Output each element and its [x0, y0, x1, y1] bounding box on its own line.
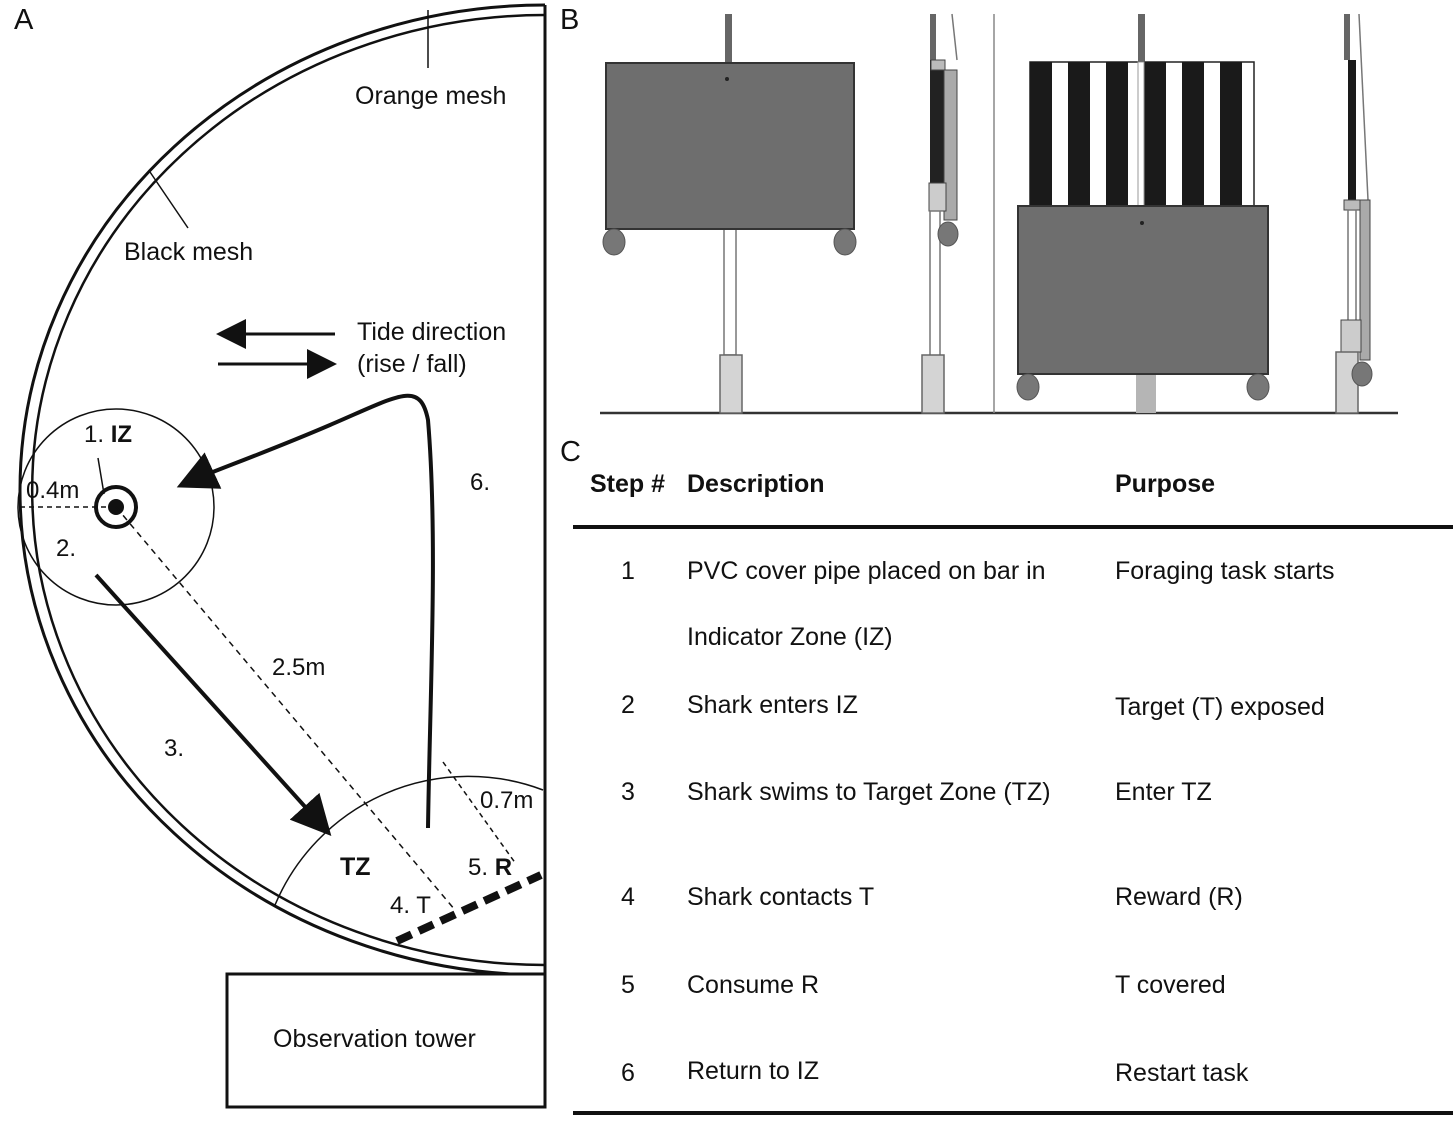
step-number: 1 [621, 557, 635, 585]
table-bottom-rule [573, 1111, 1453, 1115]
distance-line [115, 506, 456, 911]
target-zone-arc [274, 775, 544, 906]
step-description-cont: Indicator Zone (IZ) [687, 623, 893, 651]
step-description: Shark contacts T [687, 883, 875, 911]
step-purpose: Restart task [1115, 1059, 1249, 1087]
panel-a-letter: A [14, 4, 34, 36]
black-mesh-leader [149, 171, 189, 229]
apparatus-covered-side [921, 13, 959, 414]
tide-direction-label: Tide direction [357, 318, 506, 346]
tz-radius-line [442, 761, 517, 865]
step-description: Consume R [687, 971, 819, 999]
step5-label: 5. R [468, 854, 512, 881]
step3-arrow [94, 573, 332, 836]
enclosure-diagram: Orange mesh Black mesh Tide direction (r… [17, 3, 547, 1109]
step1-label: 1. IZ [84, 421, 132, 448]
black-mesh-boundary [30, 13, 546, 967]
apparatus-exposed-front [1016, 14, 1270, 413]
panel-b-letter: B [560, 4, 580, 36]
header-description: Description [687, 470, 825, 498]
table-top-rule [573, 525, 1453, 529]
step6-label: 6. [470, 469, 490, 496]
black-mesh-label: Black mesh [124, 238, 253, 266]
step-purpose: Foraging task starts [1115, 557, 1335, 585]
step-number: 5 [621, 971, 635, 999]
indicator-zone-circle [17, 408, 215, 606]
orange-mesh-label: Orange mesh [355, 82, 506, 110]
header-step: Step # [590, 470, 666, 498]
step-purpose: Enter TZ [1115, 778, 1212, 806]
step-purpose: Reward (R) [1115, 883, 1243, 911]
tide-direction-sublabel: (rise / fall) [357, 350, 467, 378]
step-description: Return to IZ [687, 1057, 819, 1085]
tz-label: TZ [340, 853, 371, 881]
step-number: 4 [621, 883, 635, 911]
tz-radius-label: 0.7m [480, 787, 533, 814]
step6-return-path [176, 393, 435, 829]
panel-c-letter: C [560, 436, 581, 468]
step-description: Shark swims to Target Zone (TZ) [687, 778, 1051, 806]
step-purpose: Target (T) exposed [1115, 693, 1325, 721]
iz-leader [97, 457, 105, 495]
step-number: 3 [621, 778, 635, 806]
step3-label: 3. [164, 735, 184, 762]
observation-tower-label: Observation tower [273, 1025, 476, 1053]
step-number: 2 [621, 691, 635, 719]
step4-label: 4. T [390, 892, 431, 919]
observation-tower-box [225, 972, 547, 1109]
distance-label: 2.5m [272, 654, 325, 681]
step2-label: 2. [56, 535, 76, 562]
header-purpose: Purpose [1115, 470, 1216, 498]
apparatus-exposed-side [1335, 13, 1373, 414]
apparatus-covered-front [602, 14, 857, 414]
reward-bar [395, 871, 543, 945]
step-description: Shark enters IZ [687, 691, 858, 719]
iz-radius-label: 0.4m [26, 477, 79, 504]
step-description: PVC cover pipe placed on bar in [687, 557, 1046, 585]
step-number: 6 [621, 1059, 635, 1087]
apparatus-diagram [600, 13, 1398, 415]
step-purpose: T covered [1115, 971, 1226, 999]
